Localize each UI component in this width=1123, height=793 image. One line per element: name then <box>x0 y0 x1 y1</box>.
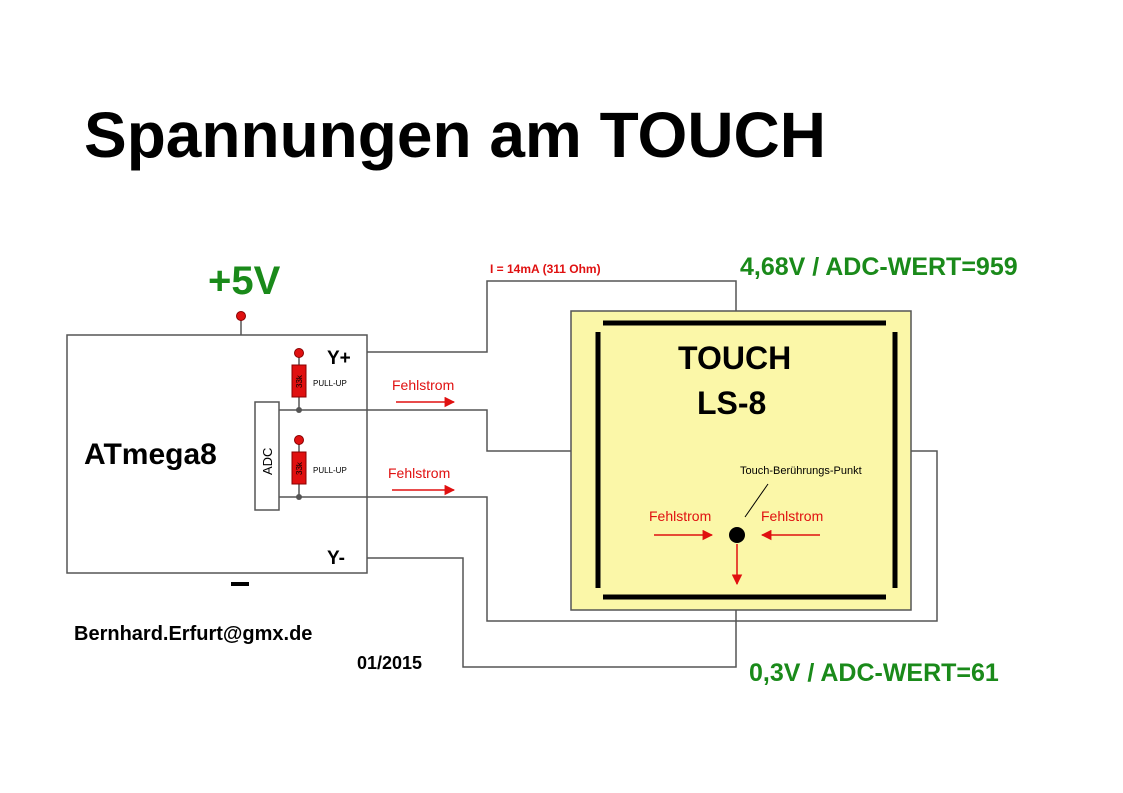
voltage-bottom-label: 0,3V / ADC-WERT=61 <box>749 659 999 687</box>
page-title: Spannungen am TOUCH <box>84 99 826 171</box>
touch-subtitle: LS-8 <box>697 385 766 421</box>
pin-y-plus: Y+ <box>327 348 351 369</box>
adc-label: ADC <box>260 448 275 475</box>
supply-label: +5V <box>208 259 281 303</box>
touch-point-leader <box>744 483 769 518</box>
touch-title: TOUCH <box>678 340 791 376</box>
resistor-top-label: PULL-UP <box>313 379 347 388</box>
resistor-bottom-value: 33k <box>295 461 304 475</box>
atmega8-box <box>66 334 368 574</box>
voltage-top-label: 4,68V / ADC-WERT=959 <box>740 253 1018 281</box>
fehlstrom-left-label: Fehlstrom <box>649 508 711 524</box>
fehlstrom-wire2-label: Fehlstrom <box>388 465 450 481</box>
resistor-bottom-terminal <box>294 435 304 445</box>
wire-y-plus <box>367 280 737 353</box>
wire-adc-bottom <box>279 450 938 622</box>
touch-point <box>729 527 745 543</box>
resistor-top-value: 33k <box>295 374 304 388</box>
current-label: I = 14mA (311 Ohm) <box>490 262 601 276</box>
touch-point-label: Touch-Berührungs-Punkt <box>740 465 862 477</box>
resistor-bottom-label: PULL-UP <box>313 466 347 475</box>
wire-adc-top <box>279 409 598 452</box>
ground-symbol <box>231 582 249 586</box>
supply-terminal <box>236 311 246 321</box>
adc-block <box>254 401 280 511</box>
fehlstrom-wire1-label: Fehlstrom <box>392 377 454 393</box>
resistor-bottom <box>291 451 307 485</box>
resistor-top <box>291 364 307 398</box>
touch-panel <box>570 310 912 611</box>
date-label: 01/2015 <box>357 653 422 673</box>
resistor-top-terminal <box>294 348 304 358</box>
pin-y-minus: Y- <box>327 548 345 569</box>
atmega8-label: ATmega8 <box>84 438 217 471</box>
fehlstrom-right-label: Fehlstrom <box>761 508 823 524</box>
author-email: Bernhard.Erfurt@gmx.de <box>74 623 312 645</box>
wire-y-minus <box>367 557 737 668</box>
